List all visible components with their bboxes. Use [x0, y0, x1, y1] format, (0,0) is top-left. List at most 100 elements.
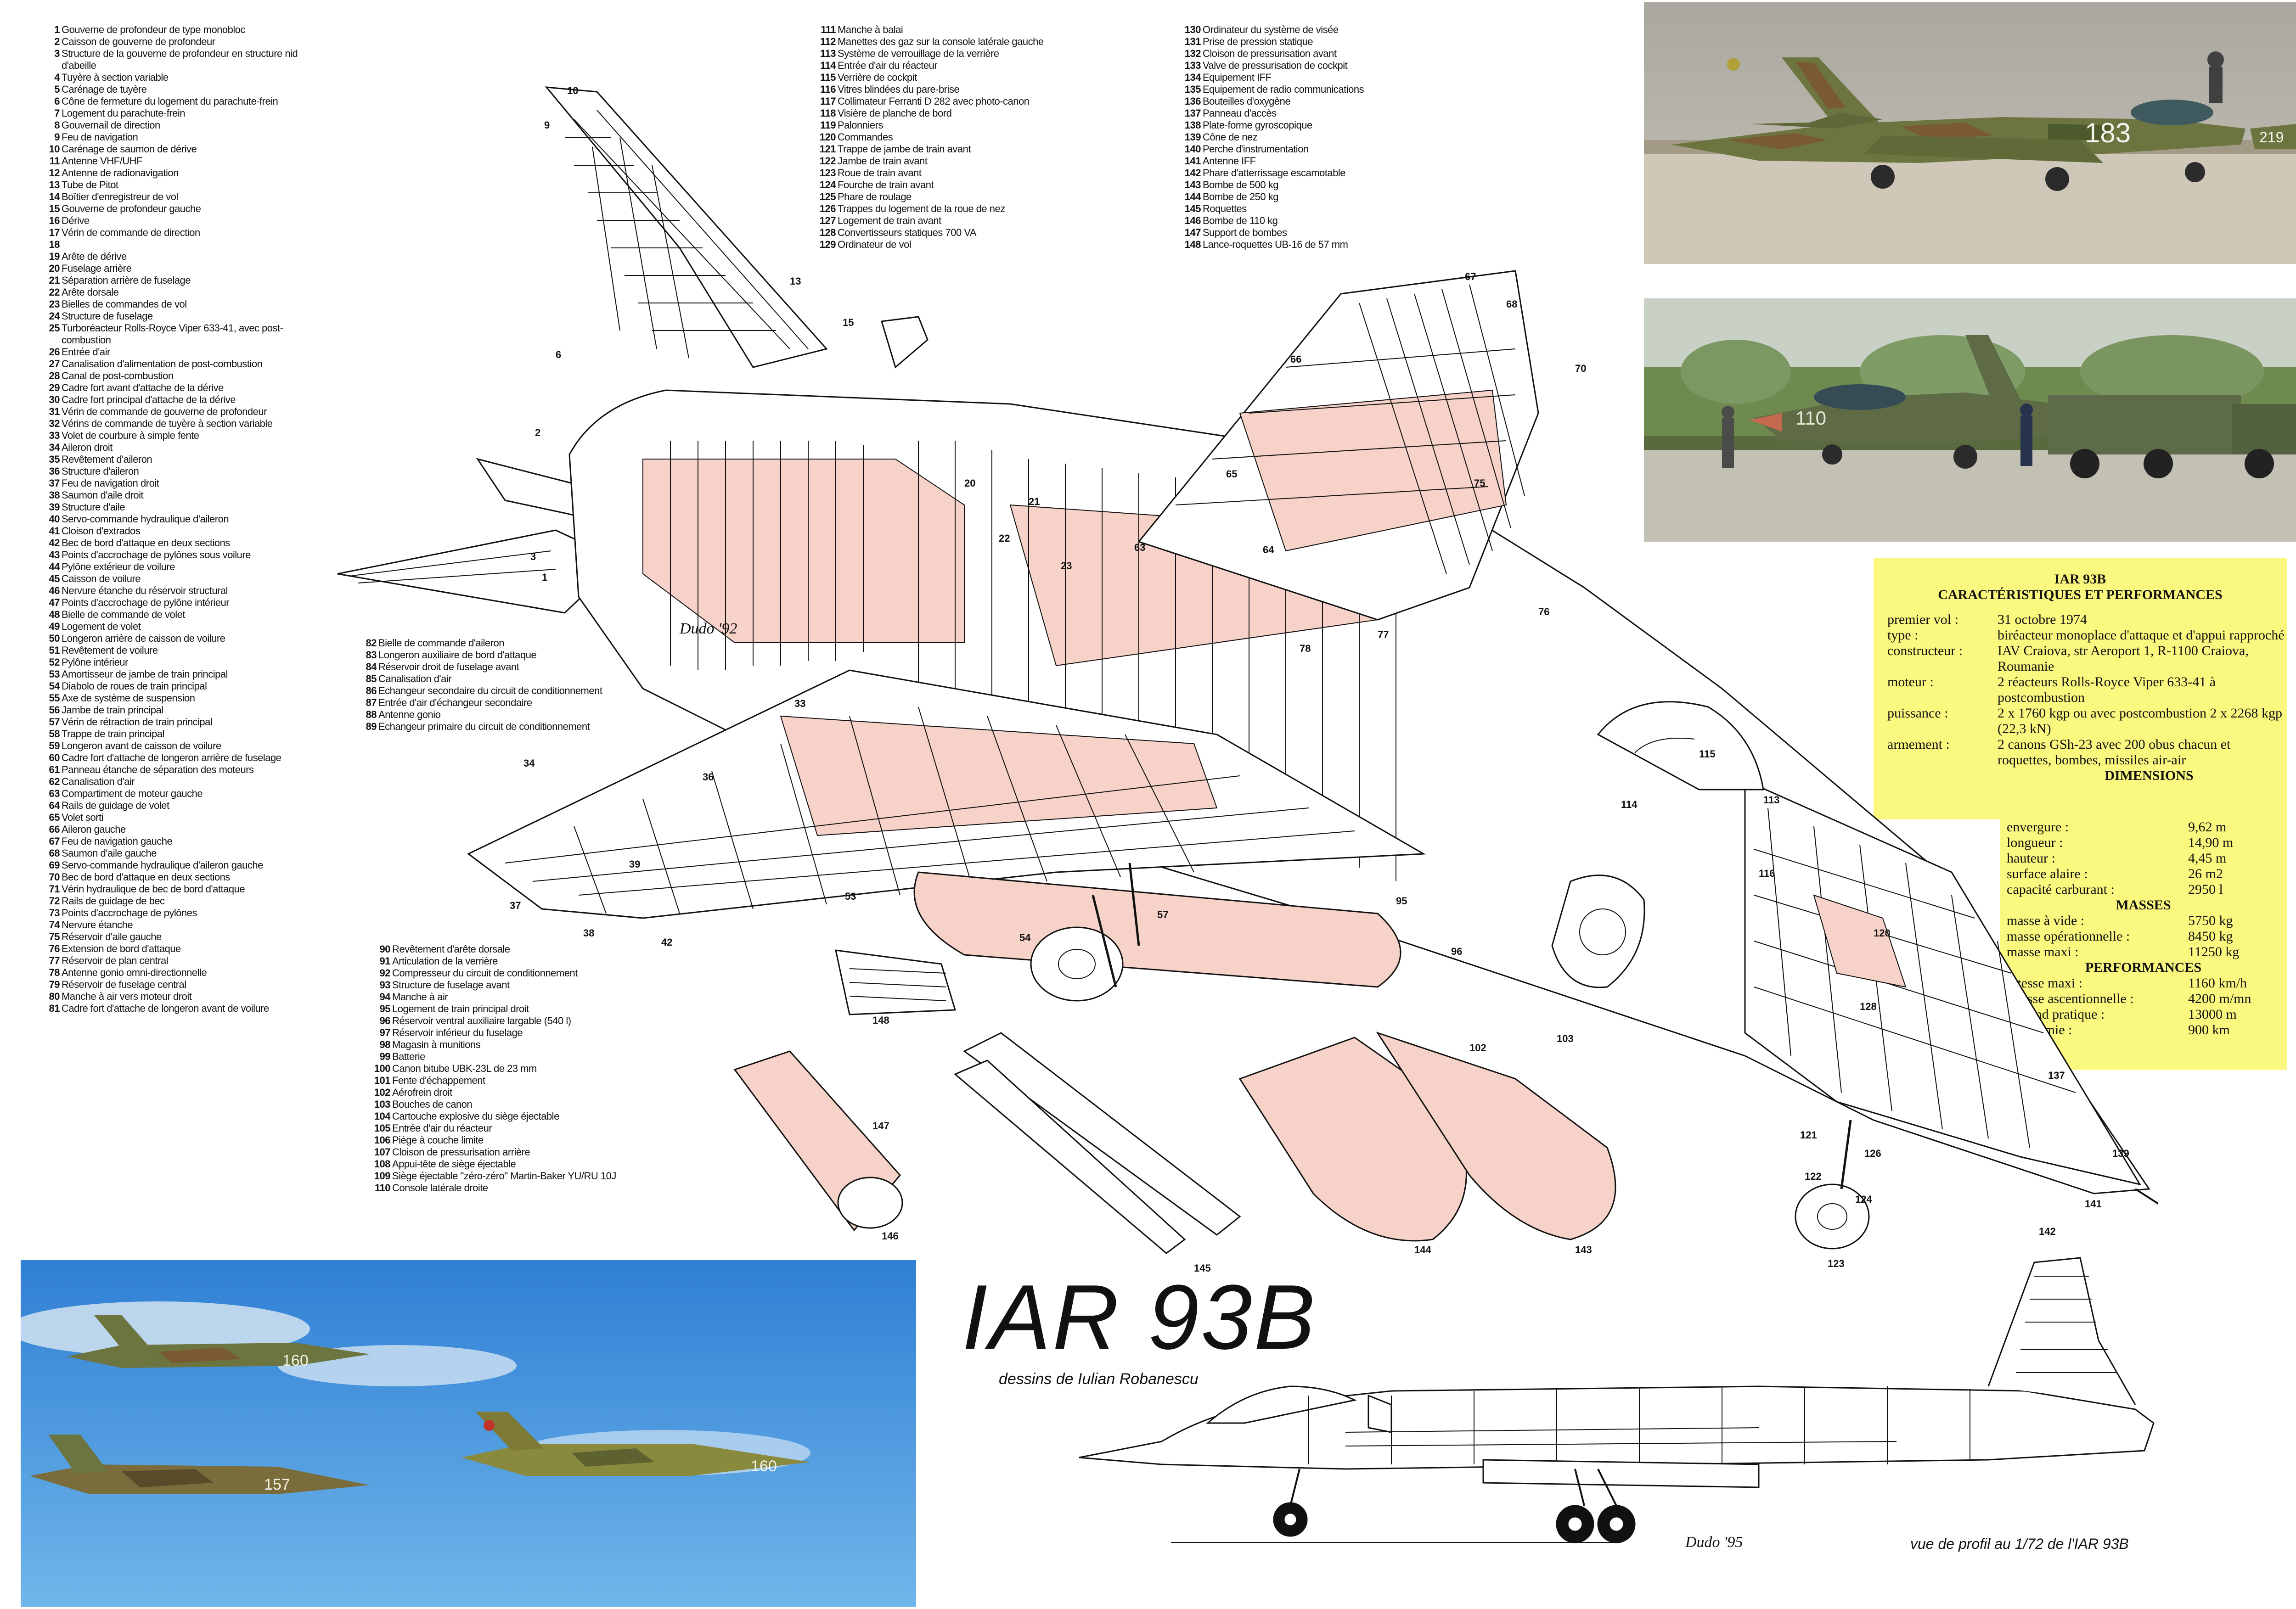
legend-item-number: 82: [366, 637, 377, 649]
legend-item-text: Amortisseur de jambe de train principal: [62, 668, 228, 680]
legend-item-text: Pylône extérieur de voilure: [62, 561, 175, 572]
legend-item-text: Structure de la gouverne de profondeur e…: [62, 48, 298, 71]
legend-item-text: Equipement IFF: [1203, 72, 1272, 83]
legend-item-number: 39: [49, 501, 60, 513]
legend-item-text: Cadre fort avant d'attache de la dérive: [62, 382, 224, 393]
legend-item-text: Réservoir ventral auxiliaire largable (5…: [392, 1015, 571, 1026]
legend-item-number: 117: [820, 95, 836, 107]
svg-text:65: 65: [1226, 468, 1237, 480]
legend-item-text: Plate-forme gyroscopique: [1203, 119, 1312, 131]
svg-text:70: 70: [1575, 363, 1586, 374]
legend-item-number: 129: [819, 239, 836, 250]
legend-item-text: Réservoir droit de fuselage avant: [378, 661, 519, 673]
legend-item-number: 53: [49, 668, 60, 680]
legend-item-number: 48: [49, 609, 60, 620]
legend-item-text: Vitres blindées du pare-brise: [838, 84, 960, 95]
svg-text:95: 95: [1396, 895, 1407, 907]
legend-item-text: Antenne gonio omni-directionnelle: [62, 967, 207, 978]
legend-item-number: 50: [49, 633, 60, 644]
legend-item-number: 35: [49, 454, 60, 465]
legend-item-number: 87: [366, 697, 377, 708]
legend-item-number: 92: [379, 967, 391, 979]
specs-performances-heading: PERFORMANCES: [2085, 960, 2202, 975]
legend-item-text: Axe de système de suspension: [62, 692, 195, 704]
spec-value: biréacteur monoplace d'attaque et d'appu…: [1998, 628, 2285, 643]
svg-text:126: 126: [1864, 1148, 1881, 1159]
legend-item-text: Batterie: [392, 1051, 425, 1062]
legend-item-number: 14: [49, 191, 60, 202]
legend-item-text: Manche à air: [392, 991, 448, 1003]
svg-text:102: 102: [1469, 1042, 1486, 1054]
legend-item-text: Points d'accrochage de pylônes: [62, 907, 197, 919]
legend-item-text: Valve de pressurisation de cockpit: [1203, 60, 1348, 71]
legend-item-text: Antenne IFF: [1203, 155, 1256, 167]
svg-text:144: 144: [1414, 1244, 1431, 1256]
spec-row: surface alaire :26 m2: [2000, 866, 2287, 882]
legend-item-text: Panneau d'accès: [1203, 107, 1277, 119]
legend-item-number: 105: [374, 1122, 391, 1134]
legend-item-text: Phare de roulage: [838, 191, 912, 202]
legend-item-text: Longeron auxiliaire de bord d'attaque: [378, 649, 537, 661]
legend-item-text: Entrée d'air: [62, 346, 110, 358]
aircraft-number-110: 110: [1795, 407, 1826, 429]
legend-item-text: Structure d'aile: [62, 501, 125, 513]
svg-text:113: 113: [1763, 794, 1780, 806]
legend-item-number: 7: [54, 107, 60, 119]
legend-item-number: 21: [49, 275, 60, 286]
legend-item-text: Entrée d'air du réacteur: [392, 1122, 492, 1134]
legend-item-number: 98: [379, 1039, 391, 1050]
legend-item-number: 61: [49, 764, 60, 775]
legend-item-number: 100: [374, 1063, 391, 1074]
legend-item-number: 81: [49, 1003, 60, 1014]
legend-item-text: Collimateur Ferranti D 282 avec photo-ca…: [838, 95, 1030, 107]
svg-text:54: 54: [1019, 932, 1031, 943]
legend-item-text: Antenne de radionavigation: [62, 167, 179, 179]
legend-item-number: 89: [366, 721, 377, 732]
svg-text:142: 142: [2039, 1226, 2056, 1237]
legend-item-number: 123: [819, 167, 836, 179]
legend-item-text: Lance-roquettes UB-16 de 57 mm: [1203, 239, 1348, 250]
legend-item-number: 75: [49, 931, 60, 942]
legend-item-number: 16: [49, 215, 60, 226]
legend-item-text: Commandes: [838, 131, 893, 143]
spec-value: 31 octobre 1974: [1998, 612, 2087, 627]
legend-item-text: Articulation de la verrière: [392, 955, 498, 967]
legend-item-number: 138: [1184, 119, 1201, 131]
legend-item-number: 118: [820, 107, 836, 119]
svg-text:67: 67: [1465, 271, 1476, 282]
legend-item-number: 49: [49, 621, 60, 632]
legend-item-number: 125: [819, 191, 836, 202]
profile-signature: Dudo '95: [1685, 1534, 1743, 1551]
legend-item-text: Echangeur primaire du circuit de conditi…: [378, 721, 590, 732]
legend-item-number: 54: [49, 680, 60, 692]
legend-item-number: 10: [49, 143, 60, 155]
legend-item-number: 99: [379, 1051, 391, 1062]
